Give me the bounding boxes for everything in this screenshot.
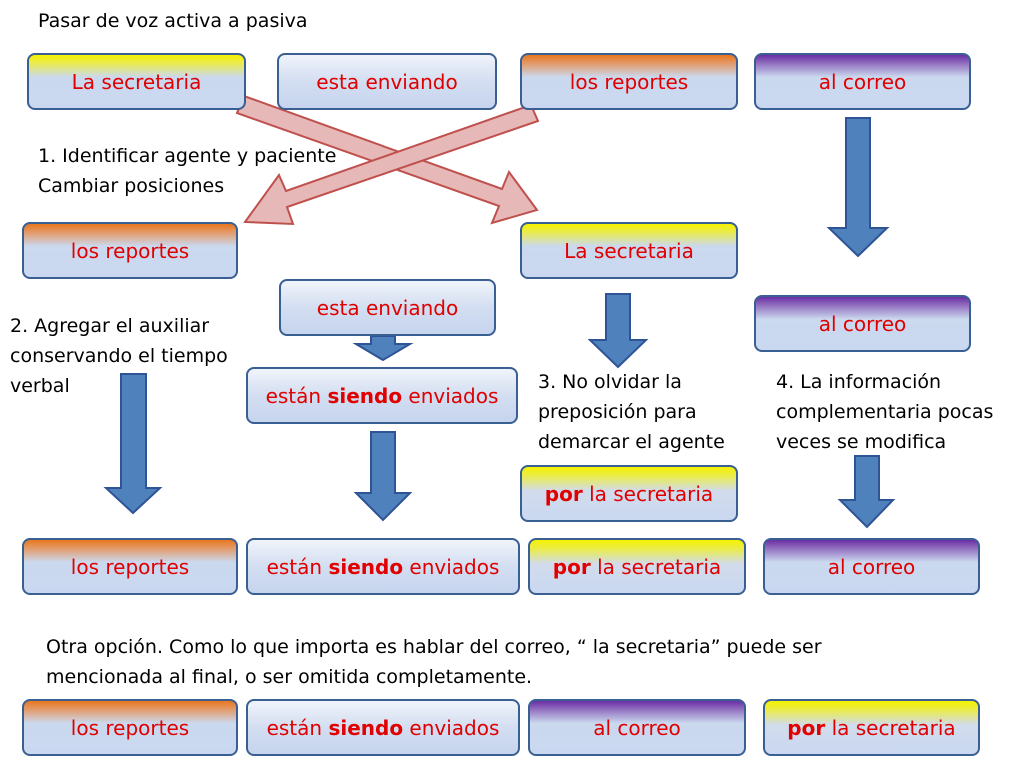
step3-line1: 3. No olvidar la [538,371,682,393]
alt-verb-box: están siendo enviados [246,699,520,756]
step4-text: 4. La información complementaria pocas v… [776,367,993,457]
result-agent-box: por la secretaria [528,538,746,595]
down-arrow-verb-icon [352,335,414,362]
note-line1: Otra opción. Como lo que importa es habl… [46,636,822,658]
step3-line3: demarcar el agente [538,431,725,453]
result-verb-bold: siendo [328,554,404,579]
alt-agent-bold: por [787,715,826,740]
slide-title: Pasar de voz activa a pasiva [38,10,308,32]
complement-box-2: al correo [754,295,971,352]
passive-verb-bold: siendo [327,383,403,408]
alt-verb-pre: están [266,715,329,740]
step1-text: 1. Identificar agente y paciente Cambiar… [38,141,336,201]
down-arrow-patient-icon [103,373,163,515]
step4-line1: 4. La información [776,371,942,393]
agent-phrase-box: por la secretaria [520,465,738,522]
step2-line3: verbal [10,375,70,397]
swap-arrow-patient-icon [243,103,540,226]
step3-line2: preposición para [538,401,697,423]
result-verb-post: enviados [403,554,500,579]
down-arrow-passive-verb-icon [353,431,413,522]
alt-complement-box: al correo [528,699,746,756]
complement-box: al correo [754,53,971,110]
result-verb-pre: están [266,554,329,579]
note-text: Otra opción. Como lo que importa es habl… [46,632,822,692]
patient-box-moved: los reportes [22,222,238,279]
alt-verb-post: enviados [403,715,500,740]
agent-phrase-bold: por [544,481,583,506]
down-arrow-complement-2-icon [837,455,896,529]
verb-box: esta enviando [277,53,497,110]
step4-line2: complementaria pocas [776,401,994,423]
step2-line1: 2. Agregar el auxiliar [10,315,210,337]
agent-phrase-rest: la secretaria [582,481,714,506]
result-agent-rest: la secretaria [590,554,722,579]
passive-verb-post: enviados [402,383,499,408]
alt-agent-box: por la secretaria [763,699,980,756]
passive-verb-pre: están [265,383,328,408]
step2-line2: conservando el tiempo [10,345,228,367]
step2-text: 2. Agregar el auxiliar conservando el ti… [10,311,228,401]
verb-box-2: esta enviando [279,279,496,336]
patient-box: los reportes [520,53,738,110]
step1-line1: 1. Identificar agente y paciente [38,145,337,167]
down-arrow-agent-icon [587,293,649,369]
step3-text: 3. No olvidar la preposición para demarc… [538,367,725,457]
result-complement-box: al correo [763,538,980,595]
passive-verb-box: están siendo enviados [246,367,518,424]
note-line2: mencionada al final, o ser omitida compl… [46,666,533,688]
alt-agent-rest: la secretaria [825,715,956,740]
result-patient-box: los reportes [22,538,238,595]
step1-line2: Cambiar posiciones [38,175,225,197]
step4-line3: veces se modifica [776,431,947,453]
result-agent-bold: por [552,554,591,579]
alt-verb-bold: siendo [328,715,404,740]
alt-patient-box: los reportes [22,699,238,756]
agent-box-moved: La secretaria [520,222,738,279]
down-arrow-complement-icon [826,117,890,258]
result-verb-box: están siendo enviados [246,538,520,595]
agent-box: La secretaria [27,53,246,110]
